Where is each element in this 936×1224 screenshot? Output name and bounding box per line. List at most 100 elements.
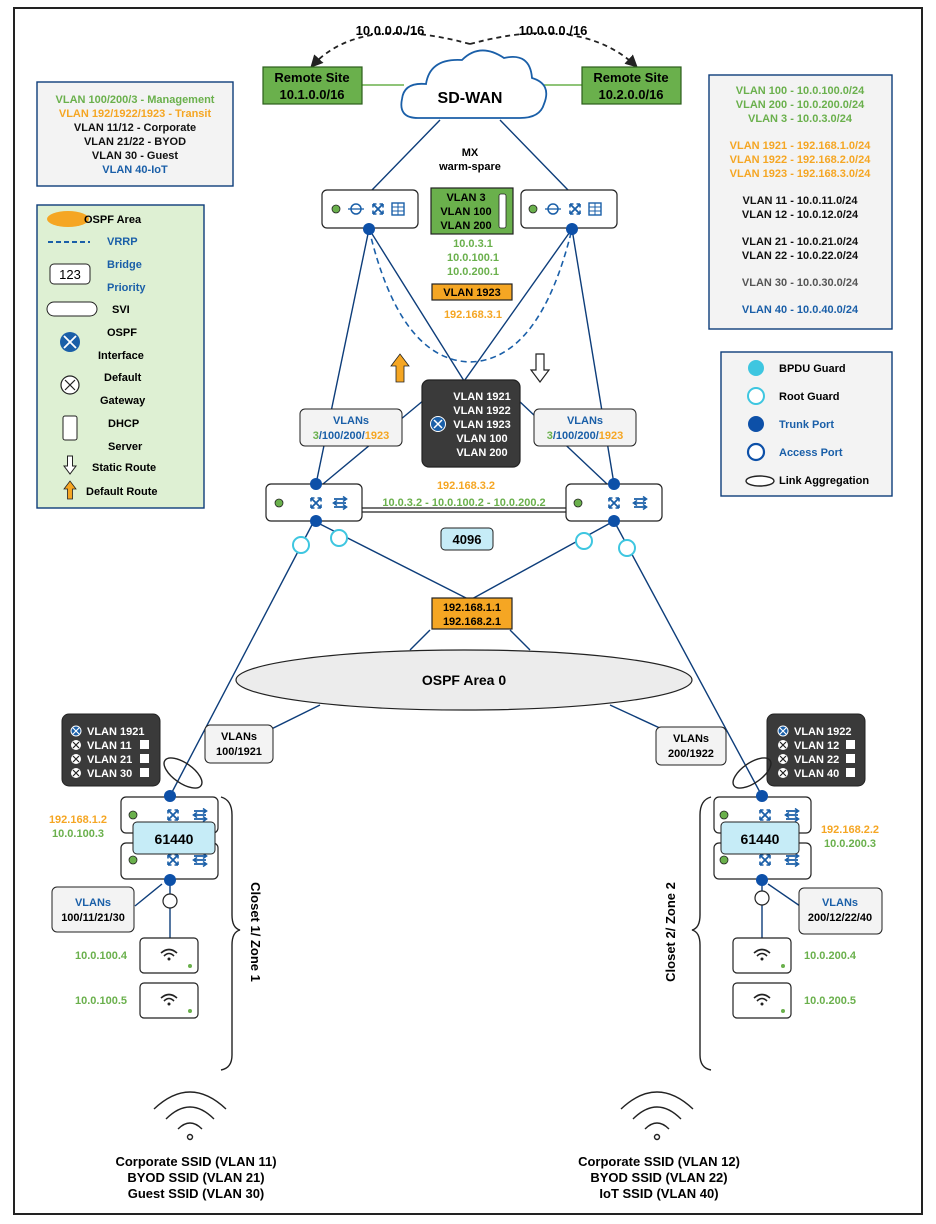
trunk-port-legend-icon xyxy=(748,416,764,432)
vlan-summary-line-4: VLAN 30 - Guest xyxy=(92,150,179,162)
mx-transit-vlan: VLAN 1923 xyxy=(443,287,500,299)
left-access-vlans: VLANs 100/11/21/30 xyxy=(51,886,135,933)
legend-gateway: Gateway xyxy=(100,395,146,407)
legend-default-route: Default Route xyxy=(86,486,158,498)
mx-appliance-right xyxy=(520,189,618,229)
dhcp-server-icon xyxy=(498,193,507,229)
subnet-line-3: VLAN 1921 - 192.168.1.0/24 xyxy=(730,140,872,152)
right-link-aggregation xyxy=(732,757,772,789)
right-svi-vlan-12: VLAN 12 xyxy=(794,740,839,752)
mx-transit-svi: VLAN 1923 xyxy=(431,283,513,301)
legend-default: Default xyxy=(104,372,142,384)
subnet-line-11: VLAN 40 - 10.0.40.0/24 xyxy=(742,304,859,316)
core-ospf-ip-1: 192.168.1.1 xyxy=(443,602,501,614)
right-access-point-1 xyxy=(732,937,792,974)
left-ssid-guest: Guest SSID (VLAN 30) xyxy=(128,1186,265,1201)
left-ssid-byod: BYOD SSID (VLAN 21) xyxy=(127,1170,264,1185)
left-uplink-trunk-port xyxy=(164,790,176,802)
legend-bridge: Bridge xyxy=(107,259,142,271)
left-access-title: VLANs xyxy=(75,897,111,909)
access-right-trunk-vlans: VLANs 200/1922 xyxy=(655,726,727,766)
right-ssid-corporate: Corporate SSID (VLAN 12) xyxy=(578,1154,740,1169)
right-access-title: VLANs xyxy=(822,897,858,909)
core-left-vlans-list: 3/100/200/1923 xyxy=(313,430,389,442)
access-port-legend-icon xyxy=(746,442,766,462)
right-svi-vlan-22: VLAN 22 xyxy=(794,754,839,766)
right-access-vlans: VLANs 200/12/22/40 xyxy=(798,887,883,935)
core-svi-vlan-100: VLAN 100 xyxy=(456,433,507,445)
vlan-summary-line-5: VLAN 40-IoT xyxy=(102,164,168,176)
legend-root-guard: Root Guard xyxy=(779,391,840,403)
ospf-area-legend-icon xyxy=(47,211,89,227)
route-right-label: 10.0.0.0./16 xyxy=(519,23,588,38)
left-ap2-ip: 10.0.100.5 xyxy=(75,995,127,1007)
core-trunk-ports xyxy=(310,478,620,527)
left-ssid-wifi-icon xyxy=(153,1091,227,1141)
ospf-interface-legend-icon xyxy=(60,332,80,352)
route-arrows xyxy=(310,32,638,68)
mx-svi-vlan-100: VLAN 100 xyxy=(440,206,491,218)
cloud-label: SD-WAN xyxy=(438,90,503,107)
ospf-area-label: OSPF Area 0 xyxy=(422,672,507,688)
legend-trunk-port: Trunk Port xyxy=(779,419,834,431)
static-route-legend-icon xyxy=(63,455,77,475)
legend-link-aggregation: Link Aggregation xyxy=(779,475,869,487)
right-downlink-trunk-port xyxy=(756,874,768,886)
left-zone-brace xyxy=(220,796,241,1071)
mx-svi-vlan-200: VLAN 200 xyxy=(440,220,491,232)
subnet-line-5: VLAN 1923 - 192.168.3.0/24 xyxy=(730,168,872,180)
core-right-vlans-title: VLANs xyxy=(567,415,603,427)
core-uplink-vlans-right: VLANs 3/100/200/1923 xyxy=(533,408,637,447)
subnet-line-7: VLAN 12 - 10.0.12.0/24 xyxy=(742,209,859,221)
legend-dhcp: DHCP xyxy=(108,418,139,430)
site-left-subnet: 10.1.0.0/16 xyxy=(279,87,344,102)
left-link-aggregation xyxy=(163,757,203,789)
left-ap1-ip: 10.0.100.4 xyxy=(75,950,128,962)
subnet-line-1: VLAN 200 - 10.0.200.0/24 xyxy=(736,99,865,111)
core-uplink-vlans-left: VLANs 3/100/200/1923 xyxy=(299,408,403,447)
left-downlink-trunk-port xyxy=(164,874,176,886)
right-ap2-ip: 10.0.200.5 xyxy=(804,995,856,1007)
site-right-subnet: 10.2.0.0/16 xyxy=(598,87,663,102)
site-right-title: Remote Site xyxy=(593,70,668,85)
mx-ip-vlan200: 10.0.200.1 xyxy=(447,266,499,278)
site-left-title: Remote Site xyxy=(274,70,349,85)
right-trunk-title: VLANs xyxy=(673,733,709,745)
right-access-point-2 xyxy=(732,982,792,1019)
static-route-icon xyxy=(529,353,551,383)
subnet-line-9: VLAN 22 - 10.0.22.0/24 xyxy=(742,250,859,262)
bridge-priority-legend-icon xyxy=(49,263,91,285)
right-ssid-byod: BYOD SSID (VLAN 22) xyxy=(590,1170,727,1185)
legend-server: Server xyxy=(108,441,143,453)
outer-frame xyxy=(13,7,923,1215)
right-ap1-ip: 10.0.200.4 xyxy=(804,950,857,962)
remote-site-left: Remote Site 10.1.0.0/16 xyxy=(262,66,363,105)
sd-wan-cloud: SD-WAN xyxy=(400,49,548,119)
core-left-vlans-title: VLANs xyxy=(333,415,369,427)
right-svi-vlan-1922: VLAN 1922 xyxy=(794,726,851,738)
access-right-svi-box: VLAN 1922 VLAN 12 VLAN 22 VLAN 40 xyxy=(766,713,866,787)
vlan-summary-line-1: VLAN 192/1922/1923 - Transit xyxy=(59,108,212,120)
vrrp-link xyxy=(368,228,573,363)
left-transit-ip: 192.168.1.2 xyxy=(49,814,107,826)
access-left-svi-box: VLAN 1921 VLAN 11 VLAN 21 VLAN 30 xyxy=(61,713,161,787)
legend-panel: OSPF Area VRRP 123 Bridge Priority SVI O… xyxy=(36,204,205,509)
bpdu-guard-legend-icon xyxy=(748,360,764,376)
left-ssid-corporate: Corporate SSID (VLAN 11) xyxy=(115,1154,276,1169)
right-transit-ip: 192.168.2.2 xyxy=(821,824,879,836)
left-svi-vlan-21: VLAN 21 xyxy=(87,754,132,766)
right-ssid-wifi-icon xyxy=(620,1091,694,1141)
core-svi-box: VLAN 1921 VLAN 1922 VLAN 1923 VLAN 100 V… xyxy=(421,379,521,468)
svi-legend-icon xyxy=(46,301,98,317)
subnet-line-10: VLAN 30 - 10.0.30.0/24 xyxy=(742,277,859,289)
access-left-trunk-vlans: VLANs 100/1921 xyxy=(204,724,274,764)
default-route-icon xyxy=(390,353,410,383)
left-bridge-priority: 61440 xyxy=(155,831,194,847)
core-bridge-priority-value: 4096 xyxy=(453,532,482,547)
right-mgmt-ip: 10.0.200.3 xyxy=(824,838,876,850)
ospf-interface-icon xyxy=(430,416,446,432)
right-ssid-iot: IoT SSID (VLAN 40) xyxy=(599,1186,718,1201)
right-svi-vlan-40: VLAN 40 xyxy=(794,768,839,780)
right-gateway-port xyxy=(754,890,770,906)
mx-svi-box: VLAN 3 VLAN 100 VLAN 200 xyxy=(430,187,514,235)
